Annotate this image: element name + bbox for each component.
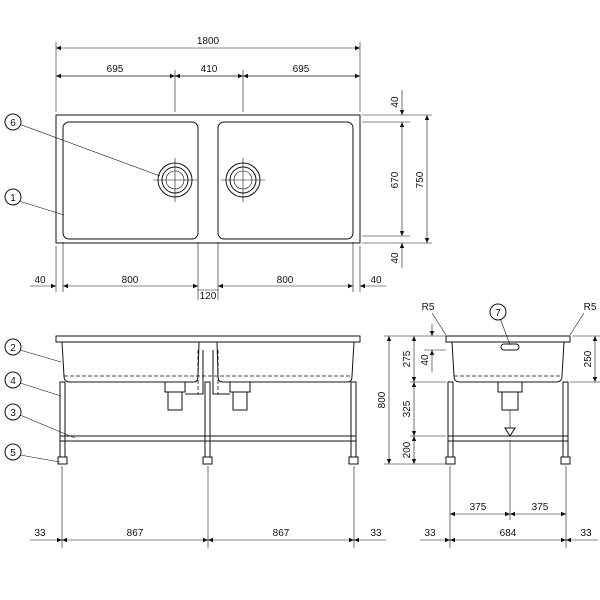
callout-3-label: 3 — [10, 408, 16, 419]
side-dim-200: 200 — [402, 441, 413, 458]
dim-right-bottom: 40 — [390, 252, 401, 264]
front-dim-span-right: 867 — [273, 528, 290, 539]
right-bowl-outline — [217, 121, 354, 240]
dim-center-gap: 120 — [200, 291, 217, 302]
sink-top-outline — [55, 114, 361, 244]
front-right-bowl — [216, 341, 355, 383]
dim-overall-width: 1800 — [197, 36, 220, 47]
dim-bowl-left: 800 — [122, 275, 139, 286]
dim-seg-mid: 410 — [201, 64, 218, 75]
front-leg-left — [59, 381, 66, 458]
side-r5-right: R5 — [584, 302, 597, 313]
side-view: R5 R5 7 275 40 325 200 800 250 — [377, 302, 600, 548]
front-top-rim — [55, 335, 361, 343]
callout-6 — [4, 113, 22, 131]
callout-2 — [4, 338, 22, 356]
side-dim-width: 684 — [500, 528, 517, 539]
dim-bottom-left-edge: 40 — [34, 275, 46, 286]
side-dim-375-right: 375 — [532, 502, 549, 513]
side-dim-375-left: 375 — [470, 502, 487, 513]
callout-1 — [4, 188, 22, 206]
side-leg-right — [562, 381, 569, 458]
front-view: 33 867 867 33 2 4 3 5 — [4, 335, 386, 548]
drain-arrow-icon — [504, 427, 516, 437]
callout-6-label: 6 — [10, 118, 16, 129]
callout-5-label: 5 — [10, 448, 16, 459]
side-dim-800: 800 — [377, 391, 388, 408]
callout-4-label: 4 — [10, 376, 16, 387]
side-leg-left — [447, 381, 454, 458]
side-top-rim — [445, 335, 571, 343]
front-undershelf — [59, 435, 357, 442]
callout-4 — [4, 371, 22, 389]
dim-seg-left: 695 — [107, 64, 124, 75]
top-view: 1800 695 410 695 40 670 40 750 40 800 — [4, 36, 432, 302]
callout-7-label: 7 — [495, 308, 501, 319]
front-leg-center — [204, 381, 211, 458]
dim-right-total: 750 — [415, 171, 426, 188]
overflow-slot — [500, 343, 520, 351]
dim-right-top: 40 — [390, 96, 401, 108]
side-dim-40: 40 — [420, 354, 431, 366]
side-undershelf — [447, 435, 569, 442]
dim-right-mid: 670 — [390, 171, 401, 188]
dim-seg-right: 695 — [293, 64, 310, 75]
front-leg-right — [350, 381, 357, 458]
right-drain — [221, 158, 265, 202]
side-dim-275: 275 — [402, 350, 413, 367]
left-drain — [153, 158, 197, 202]
callout-5 — [4, 443, 22, 461]
callout-2-label: 2 — [10, 343, 16, 354]
front-dim-left-edge: 33 — [34, 528, 46, 539]
callout-3 — [4, 403, 22, 421]
callout-1-label: 1 — [10, 193, 16, 204]
side-dim-right-edge: 33 — [580, 528, 592, 539]
side-dim-325: 325 — [402, 400, 413, 417]
side-dim-left-edge: 33 — [424, 528, 436, 539]
left-bowl-outline — [62, 121, 199, 240]
side-dim-250: 250 — [583, 350, 594, 367]
dim-bottom-right-edge: 40 — [370, 275, 382, 286]
callout-7 — [489, 303, 507, 321]
front-left-bowl — [61, 341, 200, 383]
dim-bowl-right: 800 — [277, 275, 294, 286]
front-dim-span-left: 867 — [127, 528, 144, 539]
front-drain-traps — [164, 350, 251, 411]
front-dim-right-edge: 33 — [370, 528, 382, 539]
side-r5-left: R5 — [422, 302, 435, 313]
front-feet — [57, 456, 359, 465]
